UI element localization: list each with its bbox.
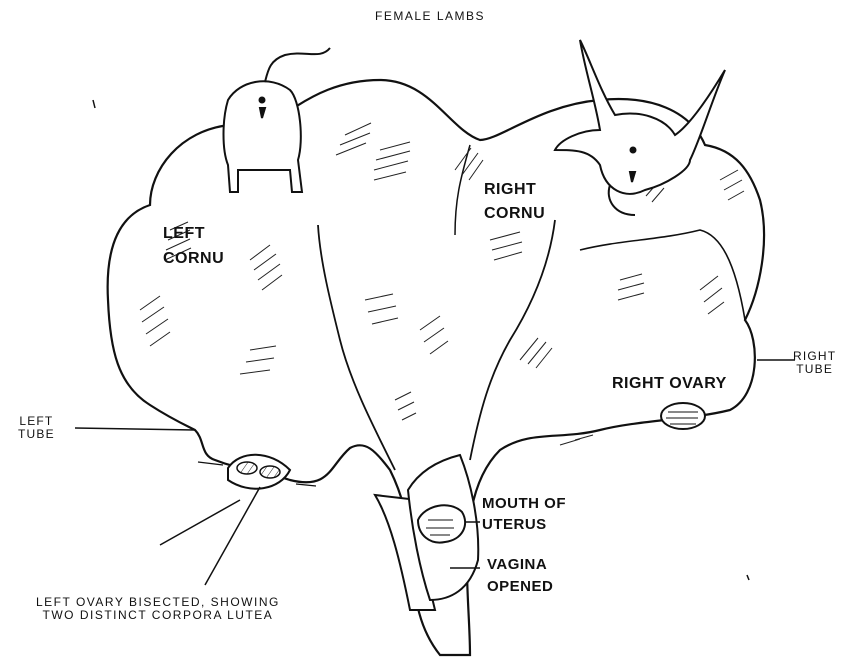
label-right-cornu-line1: RIGHT <box>484 182 545 199</box>
fold-line-3 <box>455 145 470 235</box>
label-left-ovary-caption-line1: LEFT OVARY BISECTED, SHOWING <box>36 596 280 609</box>
mouth-of-uterus-shape <box>418 505 465 542</box>
label-left-cornu: LEFT CORNU <box>163 226 224 268</box>
label-left-tube: LEFT TUBE <box>18 415 55 440</box>
label-mouth-of-uterus-line2: UTERUS <box>482 517 566 533</box>
fold-line-2 <box>470 220 555 460</box>
left-tube-leader <box>75 428 195 430</box>
label-right-ovary: RIGHT OVARY <box>612 376 727 393</box>
vagina-opened-shape <box>375 455 478 610</box>
label-mouth-of-uterus: MOUTH OF UTERUS <box>482 496 566 533</box>
left-ovary-leader-2 <box>205 487 260 585</box>
label-vagina-opened: VAGINA OPENED <box>487 557 553 595</box>
label-vagina-opened-line1: VAGINA <box>487 557 553 573</box>
label-right-cornu-line2: CORNU <box>484 206 545 223</box>
fold-line-1 <box>318 225 395 470</box>
label-right-tube-line2: TUBE <box>793 363 836 376</box>
label-left-cornu-line1: LEFT <box>163 226 224 243</box>
label-right-cornu: RIGHT CORNU <box>484 182 545 223</box>
left-ovary-leader-1 <box>160 500 240 545</box>
label-right-tube-line1: RIGHT <box>793 350 836 363</box>
label-left-ovary-caption-line2: TWO DISTINCT CORPORA LUTEA <box>36 609 280 622</box>
fold-line-4 <box>580 230 745 320</box>
left-lamb-figure <box>224 48 331 192</box>
label-right-tube: RIGHT TUBE <box>793 350 836 375</box>
label-left-tube-line2: TUBE <box>18 428 55 441</box>
label-left-ovary-caption: LEFT OVARY BISECTED, SHOWING TWO DISTINC… <box>36 596 280 621</box>
label-left-tube-line1: LEFT <box>18 415 55 428</box>
right-ovary-shape <box>661 403 705 429</box>
label-mouth-of-uterus-line1: MOUTH OF <box>482 496 566 512</box>
diagram-title: FEMALE LAMBS <box>375 10 485 23</box>
label-vagina-opened-line2: OPENED <box>487 579 553 595</box>
stray-mark <box>747 575 749 580</box>
right-lamb-figure <box>555 40 725 215</box>
label-left-cornu-line2: CORNU <box>163 251 224 268</box>
stray-mark <box>93 100 95 108</box>
